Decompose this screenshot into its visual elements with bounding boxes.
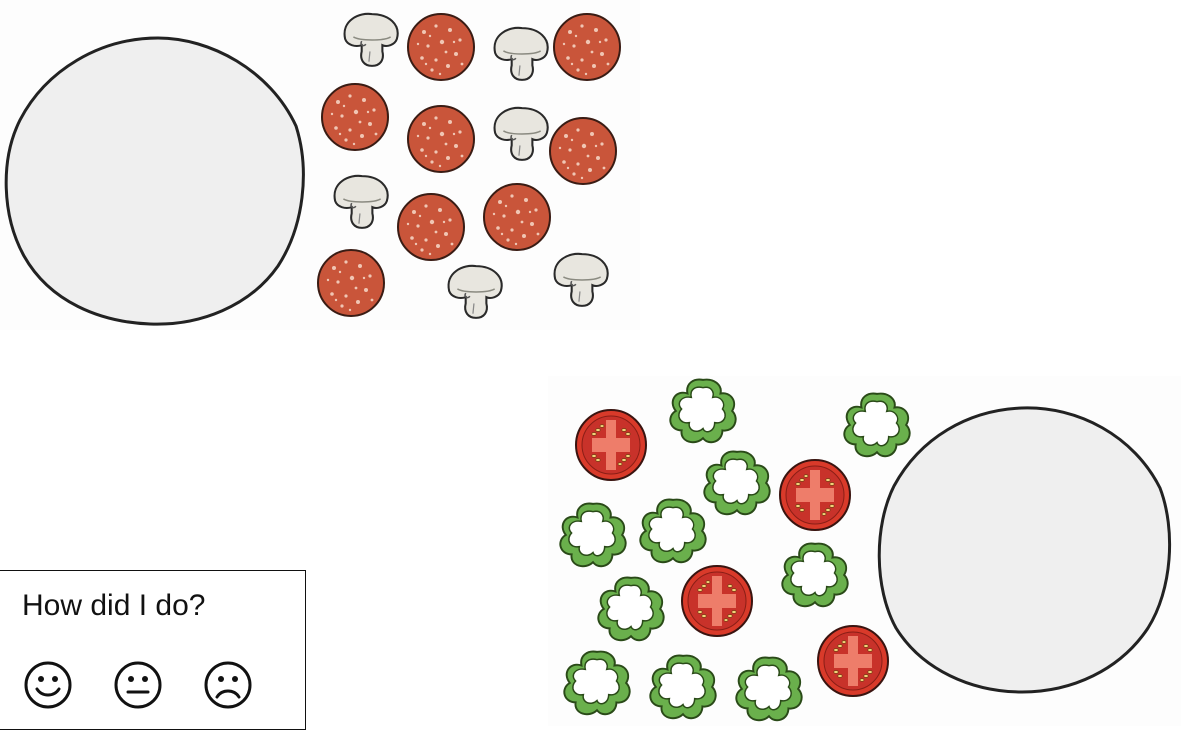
pepperoni-icon[interactable] [482,182,552,252]
pepperoni-icon[interactable] [320,82,390,152]
green-pepper-icon[interactable] [842,390,912,458]
pepperoni-icon[interactable] [396,192,466,262]
tomato-slice-icon[interactable] [778,458,852,532]
green-pepper-icon[interactable] [702,448,772,516]
green-pepper-icon[interactable] [638,496,708,564]
green-pepper-icon[interactable] [596,574,666,642]
smiley-happy-icon[interactable] [22,659,74,711]
mushroom-icon[interactable] [548,250,614,310]
pizza-base-right[interactable] [872,402,1178,698]
green-pepper-icon[interactable] [562,648,632,716]
green-pepper-icon[interactable] [734,654,804,722]
feedback-title: How did I do? [22,589,206,622]
pepperoni-icon[interactable] [316,248,386,318]
mushroom-icon[interactable] [488,24,554,84]
green-pepper-icon[interactable] [648,652,718,720]
tomato-slice-icon[interactable] [816,624,890,698]
smiley-neutral-icon[interactable] [112,659,164,711]
green-pepper-icon[interactable] [780,540,850,608]
feedback-box: How did I do? [0,570,306,730]
green-pepper-icon[interactable] [558,500,628,568]
green-pepper-icon[interactable] [668,376,738,444]
pepperoni-icon[interactable] [406,12,476,82]
tomato-slice-icon[interactable] [574,408,648,482]
pepperoni-icon[interactable] [548,116,618,186]
pizza-base-left[interactable] [0,30,312,330]
pepperoni-icon[interactable] [406,104,476,174]
mushroom-icon[interactable] [328,172,394,232]
mushroom-icon[interactable] [338,10,404,70]
mushroom-icon[interactable] [442,262,508,322]
pepperoni-icon[interactable] [552,12,622,82]
smiley-sad-icon[interactable] [202,659,254,711]
mushroom-icon[interactable] [488,104,554,164]
tomato-slice-icon[interactable] [680,564,754,638]
